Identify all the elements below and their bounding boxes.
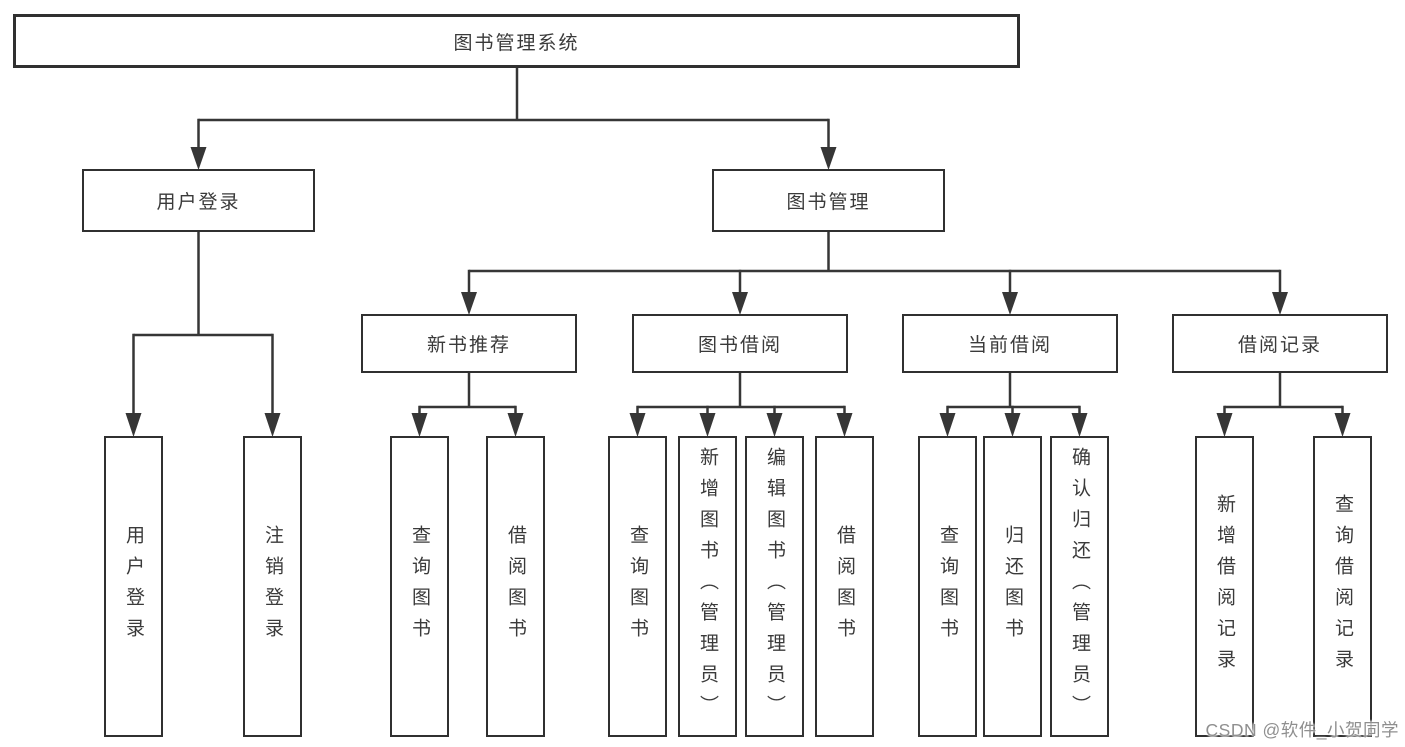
node-leaf-bb-borrow-books: 借阅图书 [815,436,874,737]
node-leaf-cb-return-books: 归还图书 [983,436,1042,737]
node-label: 注销登录 [262,524,283,649]
node-leaf-cb-query-books: 查询图书 [918,436,977,737]
node-leaf-br-add-record: 新增借阅记录 [1195,436,1254,737]
node-label: 查询图书 [627,524,648,649]
node-leaf-bb-query-books: 查询图书 [608,436,667,737]
node-library-management-system: 图书管理系统 [13,14,1020,68]
node-current-borrowing: 当前借阅 [902,314,1118,373]
node-leaf-cb-confirm-return-admin: 确认归还（管理员） [1050,436,1109,737]
node-label: 用户登录 [156,192,241,213]
node-label: 查询借阅记录 [1332,493,1353,680]
node-leaf-bb-add-books-admin: 新增图书（管理员） [678,436,737,737]
node-leaf-bb-edit-books-admin: 编辑图书（管理员） [745,436,804,737]
node-leaf-nb-borrow-books: 借阅图书 [486,436,545,737]
node-label: 查询图书 [409,524,430,649]
node-label: 图书管理系统 [453,32,580,54]
node-book-management: 图书管理 [712,169,945,232]
node-user-login: 用户登录 [82,169,315,232]
node-leaf-logout: 注销登录 [243,436,302,737]
node-label: 查询图书 [937,524,958,649]
node-label: 新书推荐 [426,335,511,356]
node-leaf-user-login: 用户登录 [104,436,163,737]
node-leaf-nb-query-books: 查询图书 [390,436,449,737]
node-label: 借阅图书 [505,524,526,649]
csdn-watermark: CSDN @软件_小贺同学 [1205,720,1399,740]
node-label: 新增借阅记录 [1214,493,1235,680]
node-label: 借阅记录 [1237,335,1322,356]
node-label: 当前借阅 [967,335,1052,356]
node-label: 借阅图书 [834,524,855,649]
node-label: 新增图书（管理员） [697,447,718,726]
node-label: 用户登录 [123,524,144,649]
node-book-borrowing: 图书借阅 [632,314,848,373]
node-label: 确认归还（管理员） [1069,447,1090,726]
node-label: 图书管理 [786,192,871,213]
node-label: 图书借阅 [697,335,782,356]
node-label: 编辑图书（管理员） [764,447,785,726]
node-label: 归还图书 [1002,524,1023,649]
node-borrowing-records: 借阅记录 [1172,314,1388,373]
node-leaf-br-query-record: 查询借阅记录 [1313,436,1372,737]
node-new-book-recommend: 新书推荐 [361,314,577,373]
